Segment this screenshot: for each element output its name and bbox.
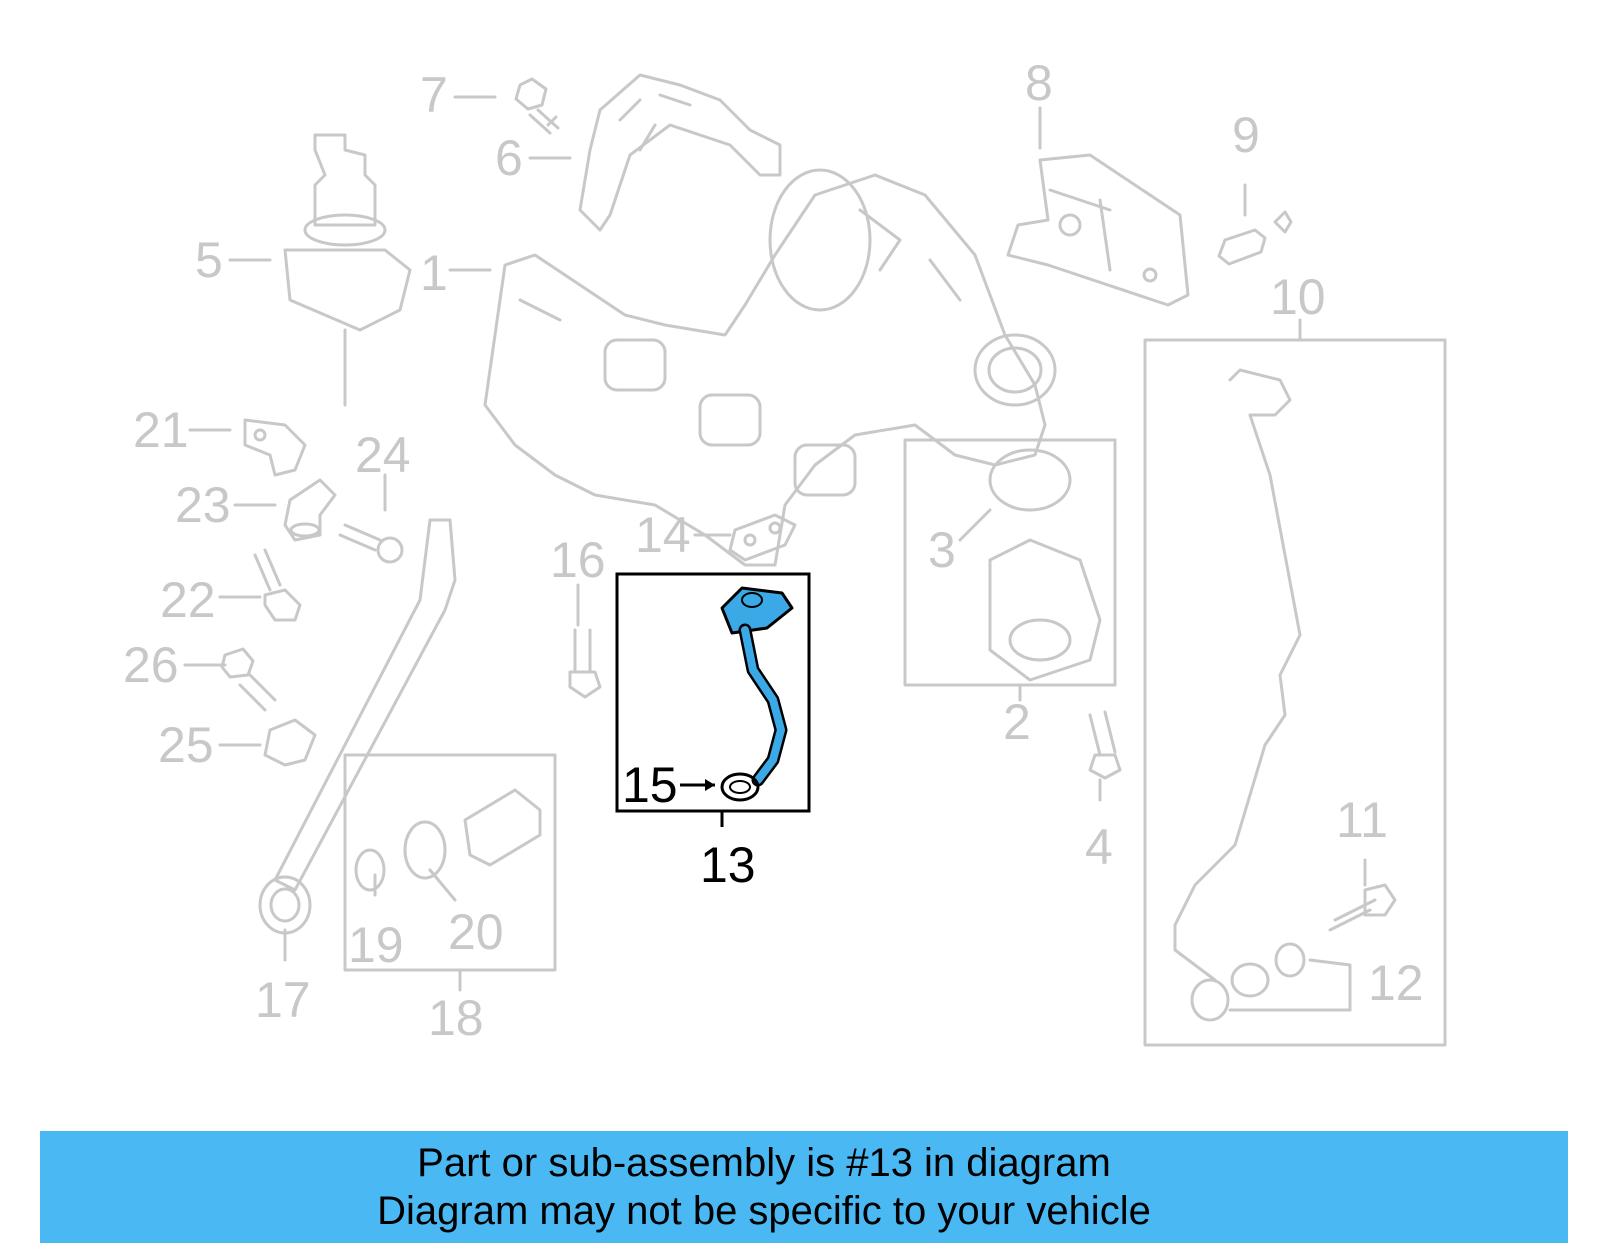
callout-6: 6 <box>495 130 523 186</box>
part-25-cap <box>263 718 317 767</box>
callout-3: 3 <box>928 522 956 578</box>
group-10-box <box>1143 338 1447 1047</box>
callout-26: 26 <box>123 637 179 693</box>
callout-22: 22 <box>160 572 216 628</box>
part-1-turbo-manifold <box>483 168 1057 567</box>
callout-8: 8 <box>1025 55 1053 111</box>
banner-line-1: Part or sub-assembly is #13 in diagram <box>417 1141 1111 1185</box>
callout-12: 12 <box>1368 955 1424 1011</box>
leader-arrows <box>183 95 1367 1012</box>
part-4-bolt <box>1088 710 1122 780</box>
part-6-heat-shield <box>578 73 782 232</box>
callout-7: 7 <box>420 67 448 123</box>
banner-line-2: Diagram may not be specific to your vehi… <box>377 1189 1151 1233</box>
part-23-clamp <box>283 478 337 542</box>
part-26-bolt <box>220 647 277 712</box>
callout-18: 18 <box>428 990 484 1046</box>
callout-16: 16 <box>550 532 606 588</box>
callout-2: 2 <box>1003 694 1031 750</box>
callout-24: 24 <box>355 427 411 483</box>
callout-21: 21 <box>133 402 189 458</box>
part-8-bracket <box>1006 153 1190 307</box>
callout-4: 4 <box>1085 819 1113 875</box>
part-21-clip <box>243 418 307 477</box>
callout-9: 9 <box>1232 107 1260 163</box>
part-9-bolt <box>1217 210 1293 266</box>
part-16-bolt <box>568 628 602 699</box>
part-22-bolt <box>253 548 302 622</box>
callout-20: 20 <box>448 904 504 960</box>
part-7-bolt <box>514 77 560 135</box>
part-24-bolt <box>338 523 404 564</box>
part-14-gasket <box>728 513 797 562</box>
callout-25: 25 <box>158 717 214 773</box>
info-banner: Part or sub-assembly is #13 in diagram D… <box>40 1131 1568 1243</box>
callout-15: 15 <box>622 757 678 813</box>
callout-13: 13 <box>700 837 756 893</box>
callout-23: 23 <box>175 477 231 533</box>
callout-19: 19 <box>348 917 404 973</box>
callout-17: 17 <box>255 972 311 1028</box>
callout-1: 1 <box>420 245 448 301</box>
callout-10: 10 <box>1270 269 1326 325</box>
part-5-valve <box>283 133 412 407</box>
callout-11: 11 <box>1336 792 1388 848</box>
group-2-box <box>903 438 1117 687</box>
callout-14: 14 <box>635 507 691 563</box>
group-18-box <box>343 753 557 972</box>
part-13-oil-line-assembly <box>615 572 811 827</box>
callout-5: 5 <box>195 232 223 288</box>
